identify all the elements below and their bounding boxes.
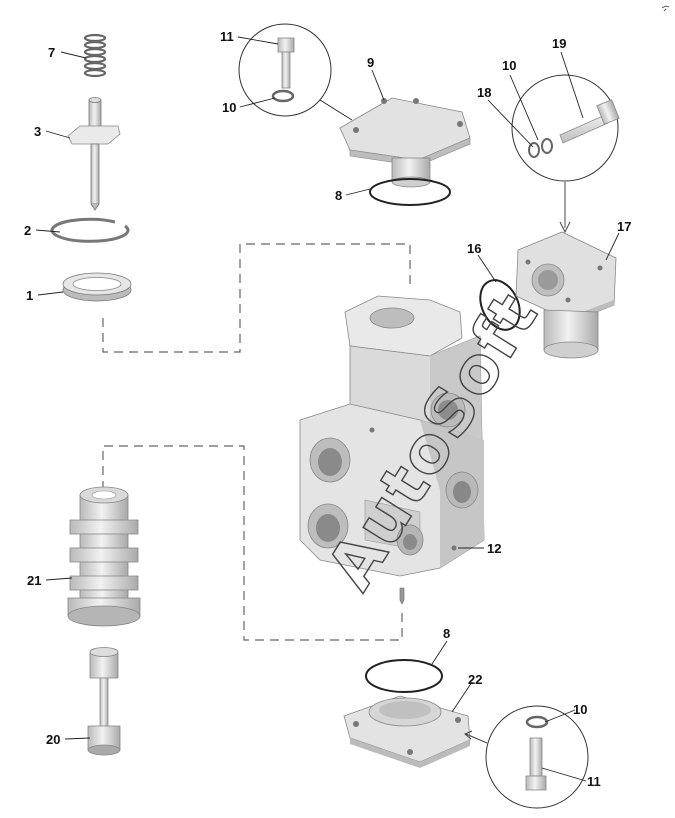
part-top-cover <box>339 97 471 188</box>
part-valve-stem <box>67 97 121 211</box>
detail-circle-top <box>238 23 353 121</box>
callout-7: 7 <box>48 45 55 60</box>
callout-11-bottom: 11 <box>587 774 601 789</box>
part-o-ring-lower <box>365 659 443 693</box>
arrow-to-elbow <box>559 182 571 234</box>
callout-20: 20 <box>46 732 60 747</box>
callout-16: 16 <box>467 241 481 256</box>
callout-10-top: 10 <box>222 100 236 115</box>
part-plug-screw <box>399 587 405 605</box>
detail-circle-right <box>511 74 620 182</box>
part-washer <box>62 272 132 302</box>
callout-10-bottom: 10 <box>573 702 587 717</box>
callout-22: 22 <box>468 672 482 687</box>
assembly-guide-upper <box>102 243 411 353</box>
callout-3: 3 <box>34 124 41 139</box>
part-spring <box>83 33 107 78</box>
callout-9: 9 <box>367 55 374 70</box>
detail-circle-bottom <box>464 705 589 809</box>
part-spool <box>67 486 141 627</box>
leader-lines <box>35 36 620 782</box>
assembly-guide-lower <box>102 445 403 641</box>
part-o-ring-upper <box>369 178 451 206</box>
part-elbow-flange <box>515 231 617 359</box>
part-valve-body <box>299 295 485 577</box>
callout-11-top: 11 <box>220 29 234 44</box>
callout-21: 21 <box>27 573 41 588</box>
callout-12: 12 <box>487 541 501 556</box>
callout-8-upper: 8 <box>335 188 342 203</box>
callout-19: 19 <box>552 36 566 51</box>
callout-8-lower: 8 <box>443 626 450 641</box>
callout-1: 1 <box>26 288 33 303</box>
callout-2: 2 <box>24 223 31 238</box>
callout-17: 17 <box>617 219 631 234</box>
part-bottom-cover <box>343 695 471 768</box>
part-o-ring-elbow <box>479 279 521 331</box>
part-snap-ring <box>50 217 130 243</box>
callout-10-right: 10 <box>502 58 516 73</box>
corner-mark <box>661 5 670 12</box>
callout-18: 18 <box>477 85 491 100</box>
part-piston-pin <box>87 647 121 756</box>
